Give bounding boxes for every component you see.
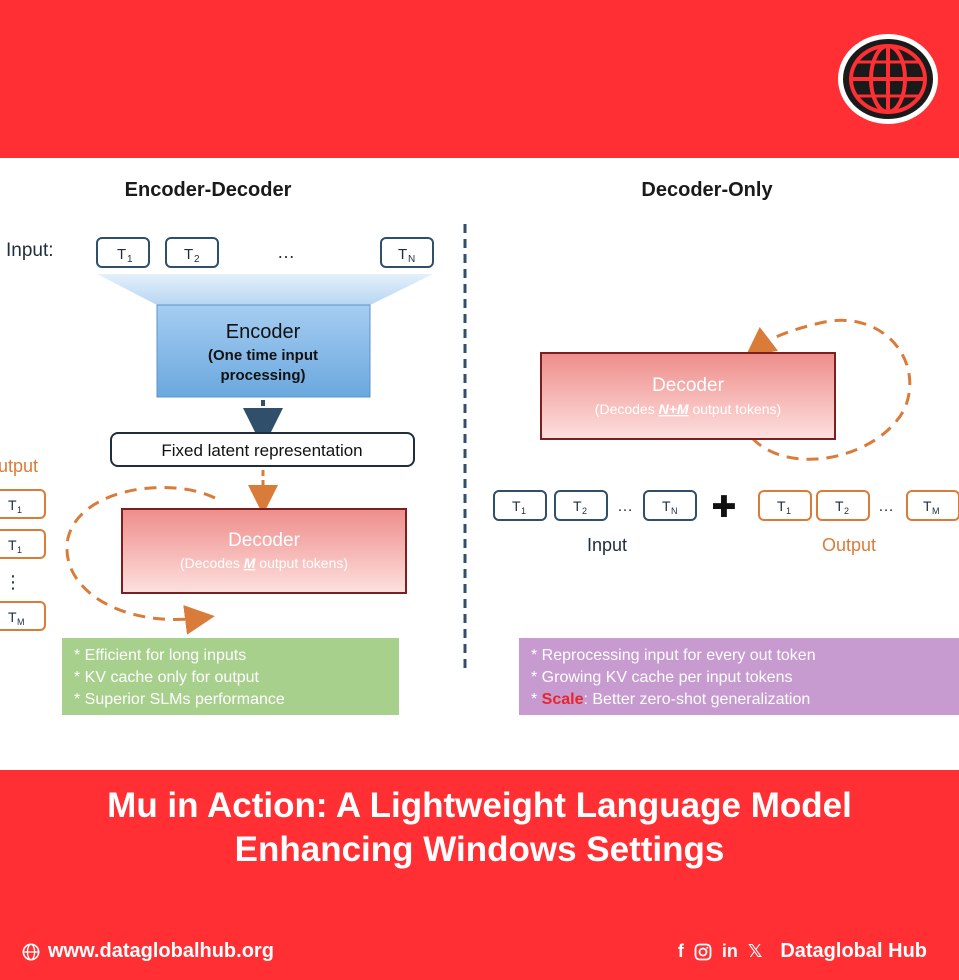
output-token-m: T M [0,601,46,631]
decoder-only-title: Decoder-Only [641,179,773,201]
facebook-icon[interactable]: f [677,941,684,961]
input-token-n: T N [380,237,434,268]
svg-text:1: 1 [17,505,22,515]
svg-text:1: 1 [127,254,133,265]
svg-text:T: T [184,246,193,263]
headline-line-2: Enhancing Windows Settings [234,830,725,869]
output-token-2: T 1 [0,529,46,559]
headline-line-1: Mu in Action: A Lightweight Language Mod… [107,786,852,825]
svg-text:T: T [8,497,17,513]
decoder-sub-left: (Decodes M output tokens) [180,555,348,571]
note-left-1: * Efficient for long inputs [74,647,246,664]
output-label-left: utput [0,456,38,476]
input-token-2: T 2 [165,237,219,268]
notes-box-right [519,638,959,715]
latent-label: Fixed latent representation [161,441,362,460]
svg-text:T: T [662,498,671,514]
note-left-2: * KV cache only for output [74,669,260,686]
latent-box [110,432,415,467]
encoder-sub2: processing) [220,367,305,384]
right-output-token-2: T 2 [816,490,870,521]
svg-text:2: 2 [582,506,587,516]
linkedin-icon[interactable]: in [721,941,738,961]
svg-text:N: N [671,506,678,516]
x-icon[interactable]: 𝕏 [747,941,763,961]
right-input-token-1: T 1 [493,490,547,521]
svg-text:T: T [923,498,932,514]
diagram-panel: Encoder-Decoder Input: T 1 T 2 … T N Enc… [0,158,959,770]
header-band [0,0,959,158]
note-right-3: * Scale: Better zero-shot generalization [531,691,810,708]
svg-text:T: T [8,609,17,625]
plus-icon: ✚ [711,490,736,525]
headline: Mu in Action: A Lightweight Language Mod… [0,784,959,872]
svg-text:2: 2 [194,254,200,265]
svg-text:M: M [17,617,25,627]
svg-text:1: 1 [17,545,22,555]
data-globe-logo [838,34,938,124]
decoder-title-left: Decoder [228,530,300,551]
decoder-box-left [121,508,407,594]
svg-text:N: N [408,254,415,265]
encoder-decoder-title: Encoder-Decoder [125,179,292,201]
right-output-ellipsis: … [878,498,894,515]
input-label: Input: [6,240,54,261]
right-output-token-1: T 1 [758,490,812,521]
svg-text:1: 1 [521,506,526,516]
note-right-2: * Growing KV cache per input tokens [531,669,792,686]
right-output-caption: Output [822,535,876,555]
svg-text:T: T [398,246,407,263]
svg-text:2: 2 [844,506,849,516]
svg-text:M: M [932,506,940,516]
output-vertical-ellipsis: ⋮ [4,572,22,592]
decoder-loop-left [65,486,216,635]
svg-text:T: T [573,498,582,514]
right-input-token-2: T 2 [554,490,608,521]
brand-name: Dataglobal Hub [780,940,927,962]
svg-text:T: T [777,498,786,514]
footer-social: f in 𝕏 Dataglobal Hub [678,940,927,963]
architecture-diagram: Encoder-Decoder Input: T 1 T 2 … T N Enc… [0,179,959,715]
note-right-1: * Reprocessing input for every out token [531,647,816,664]
input-token-1: T 1 [96,237,150,268]
globe-icon [22,943,40,960]
svg-text:T: T [835,498,844,514]
note-left-3: * Superior SLMs performance [74,691,285,708]
footer-website[interactable]: www.dataglobalhub.org [22,940,274,963]
decoder-title-right: Decoder [652,375,724,396]
right-input-token-n: T N [643,490,697,521]
right-input-caption: Input [587,535,627,555]
input-ellipsis: … [277,242,295,262]
decoder-sub-right: (Decodes N+M output tokens) [595,401,781,417]
decoder-loop-right [745,318,912,461]
output-token-1: T 1 [0,489,46,519]
encoder-sub1: (One time input [208,347,318,364]
notes-box-left [62,638,399,715]
encoder-box [156,304,371,398]
svg-text:T: T [8,537,17,553]
right-output-token-m: T M [906,490,959,521]
encoder-title: Encoder [226,321,301,343]
svg-text:T: T [117,246,126,263]
decoder-box-right [540,352,836,440]
encoder-funnel [97,274,433,305]
instagram-icon[interactable] [694,943,712,961]
website-text: www.dataglobalhub.org [48,940,274,962]
right-input-ellipsis: … [617,498,633,515]
svg-text:T: T [512,498,521,514]
svg-text:1: 1 [786,506,791,516]
